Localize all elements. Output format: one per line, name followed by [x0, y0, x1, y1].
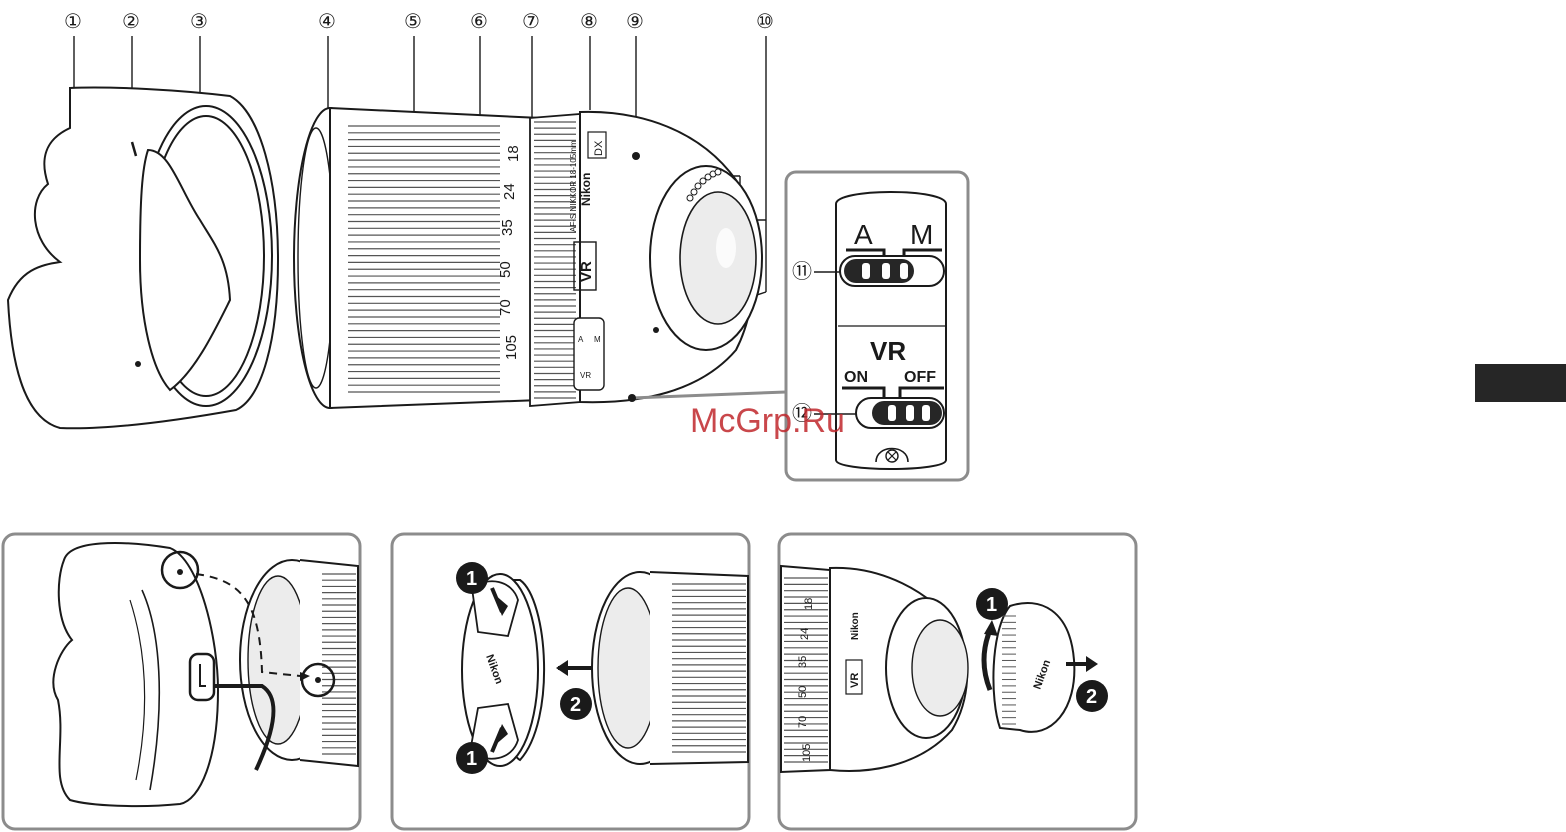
- focus-mode-a-label: A: [854, 219, 873, 250]
- vr-off-label: OFF: [904, 369, 936, 386]
- lens-switch-m: M: [594, 335, 601, 344]
- step-panel-rear-cap: 18 24 35 50 70 105 Nikon VR Nikon 1 2: [779, 534, 1136, 829]
- step-1-rear: 1: [986, 594, 997, 616]
- zoom-mark-70: 70: [497, 299, 514, 316]
- lens-hood: [8, 87, 278, 428]
- hood-mark-box: [190, 654, 214, 700]
- step-2-rear: 2: [1086, 686, 1097, 708]
- callout-numbers: ① ② ③ ④ ⑤ ⑥ ⑦ ⑧ ⑨ ⑩: [64, 9, 774, 33]
- lens-body: 18 24 35 50 70 105 Nikon DX AF-S NIKKOR …: [294, 108, 762, 408]
- callout-6: ⑥: [470, 9, 488, 33]
- callout-7: ⑦: [522, 9, 540, 33]
- rear-zoom-70: 70: [797, 716, 809, 728]
- dx-badge: DX: [593, 140, 605, 156]
- callout-5: ⑤: [404, 9, 422, 33]
- rear-vr-badge: VR: [849, 673, 861, 688]
- section-tab: [1475, 364, 1566, 402]
- rear-zoom-50: 50: [797, 686, 809, 698]
- hood-mount-dot: [135, 361, 141, 367]
- step-panel-front-cap: Nikon 1 1 2: [392, 534, 749, 829]
- vr-on-label: ON: [844, 369, 868, 386]
- mount-dot: [653, 327, 659, 333]
- rear-zoom-35: 35: [797, 656, 809, 668]
- rear-lens-brand: Nikon: [850, 612, 861, 640]
- watermark-text: McGrp.Ru: [690, 402, 845, 440]
- lens-switch-a: A: [578, 335, 584, 344]
- lens-brand-text: Nikon: [579, 173, 593, 206]
- zoom-mark-24: 24: [501, 183, 518, 200]
- callout-4: ④: [318, 9, 336, 33]
- lens-model-text: AF-S NIKKOR 18-105mm: [569, 140, 578, 232]
- zoom-mark-18: 18: [505, 145, 522, 162]
- step-2-front: 2: [570, 694, 581, 716]
- callout-10: ⑩: [756, 9, 774, 33]
- vr-title: VR: [870, 336, 906, 366]
- step-1-top: 1: [466, 568, 477, 590]
- callout-3: ③: [190, 9, 208, 33]
- rear-zoom-105: 105: [801, 744, 813, 762]
- rear-zoom-24: 24: [799, 628, 811, 640]
- rear-zoom-18: 18: [803, 598, 815, 610]
- lens-mount-index: [632, 152, 640, 160]
- vr-badge: VR: [578, 261, 595, 282]
- zoom-mark-105: 105: [503, 335, 520, 360]
- focus-mode-m-label: M: [910, 219, 933, 250]
- step-panel-hood-attach: [3, 534, 360, 829]
- zoom-mark-35: 35: [499, 219, 516, 236]
- callout-11: ⑪: [792, 259, 812, 283]
- zoom-mark-50: 50: [497, 261, 514, 278]
- callout-9: ⑨: [626, 9, 644, 33]
- callout-8: ⑧: [580, 9, 598, 33]
- callout-2: ②: [122, 9, 140, 33]
- lens-switch-vr: VR: [580, 371, 591, 380]
- callout-1: ①: [64, 9, 82, 33]
- step-1-bottom: 1: [466, 748, 477, 770]
